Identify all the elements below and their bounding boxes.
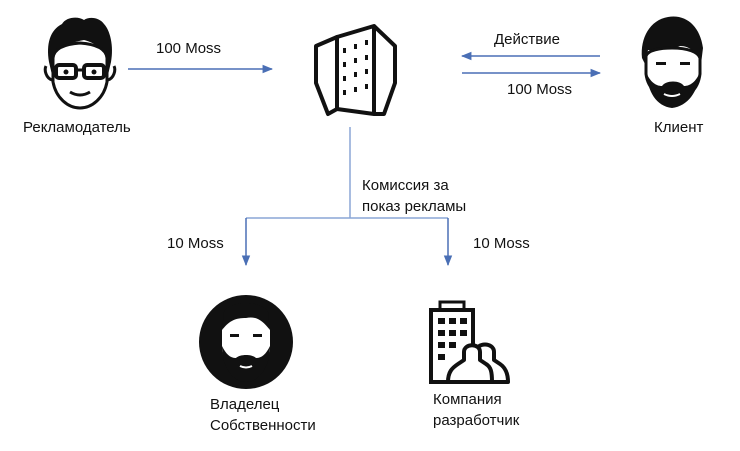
advertiser-payment-label: 100 Moss	[156, 40, 222, 57]
bearded-man-icon	[641, 16, 703, 108]
client-label: Клиент	[654, 119, 704, 136]
building-icon	[314, 24, 397, 116]
owner-label: Владелец Собственности	[210, 396, 316, 434]
advertiser-label: Рекламодатель	[23, 119, 131, 136]
client-action-label: Действие	[494, 31, 560, 48]
developer-label: Компания разработчик	[433, 391, 520, 429]
commission-label: Комиссия за показ рекламы	[362, 177, 467, 215]
developer-payment-label: 10 Moss	[473, 235, 530, 252]
bearded-man-circle-icon	[199, 295, 293, 389]
client-payment-label: 100 Moss	[507, 81, 573, 98]
owner-payment-label: 10 Moss	[167, 235, 224, 252]
man-glasses-icon	[43, 17, 117, 110]
office-people-icon	[429, 300, 510, 384]
